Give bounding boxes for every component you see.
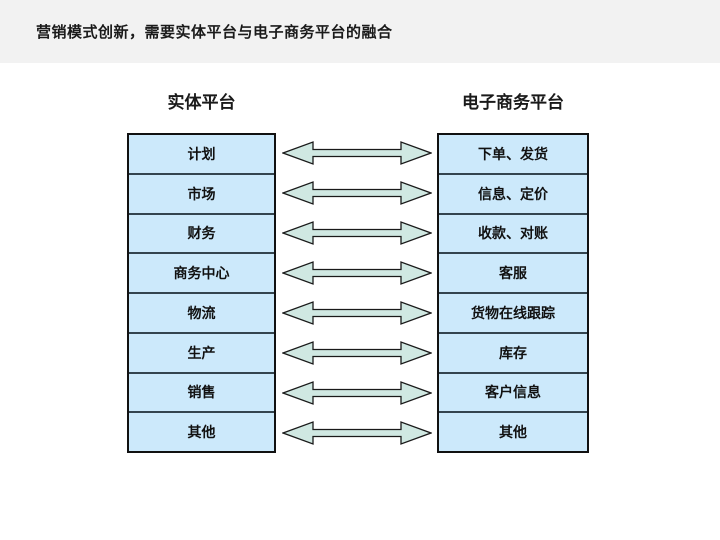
double-arrow-icon: [282, 381, 432, 405]
physical-table-cell: 市场: [129, 174, 274, 215]
arrow-slot: [281, 253, 433, 293]
arrow-slot: [281, 133, 433, 173]
physical-table-cell: 生产: [129, 333, 274, 374]
physical-table-cell: 商务中心: [129, 254, 274, 294]
bidirectional-arrows-column: [281, 133, 433, 453]
arrow-slot: [281, 173, 433, 213]
physical-platform-header: 实体平台: [167, 93, 236, 113]
physical-table-cell: 财务: [129, 214, 274, 255]
ecommerce-platform-table: 下单、发货信息、定价收款、对账客服货物在线跟踪库存客户信息其他: [437, 133, 589, 453]
double-arrow-icon: [282, 301, 432, 325]
double-arrow-icon: [282, 261, 432, 285]
physical-table-cell: 其他: [129, 413, 274, 451]
slide-title: 营销模式创新，需要实体平台与电子商务平台的融合: [36, 23, 393, 41]
arrow-slot: [281, 293, 433, 333]
ecommerce-table-cell: 下单、发货: [439, 135, 587, 175]
double-arrow-icon: [282, 341, 432, 365]
ecommerce-table-cell: 客服: [439, 254, 587, 294]
ecommerce-table-cell: 库存: [439, 333, 587, 374]
title-band: [0, 0, 720, 63]
double-arrow-icon: [282, 141, 432, 165]
arrow-slot: [281, 333, 433, 373]
arrow-slot: [281, 373, 433, 413]
ecommerce-table-cell: 货物在线跟踪: [439, 294, 587, 334]
ecommerce-table-cell: 客户信息: [439, 373, 587, 414]
arrow-slot: [281, 413, 433, 453]
double-arrow-icon: [282, 221, 432, 245]
double-arrow-icon: [282, 181, 432, 205]
ecommerce-table-cell: 收款、对账: [439, 214, 587, 255]
physical-table-cell: 销售: [129, 373, 274, 414]
ecommerce-platform-header: 电子商务平台: [462, 93, 564, 113]
ecommerce-table-cell: 信息、定价: [439, 174, 587, 215]
physical-platform-table: 计划市场财务商务中心物流生产销售其他: [127, 133, 276, 453]
arrow-slot: [281, 213, 433, 253]
physical-table-cell: 物流: [129, 294, 274, 334]
ecommerce-table-cell: 其他: [439, 413, 587, 451]
physical-table-cell: 计划: [129, 135, 274, 175]
double-arrow-icon: [282, 421, 432, 445]
